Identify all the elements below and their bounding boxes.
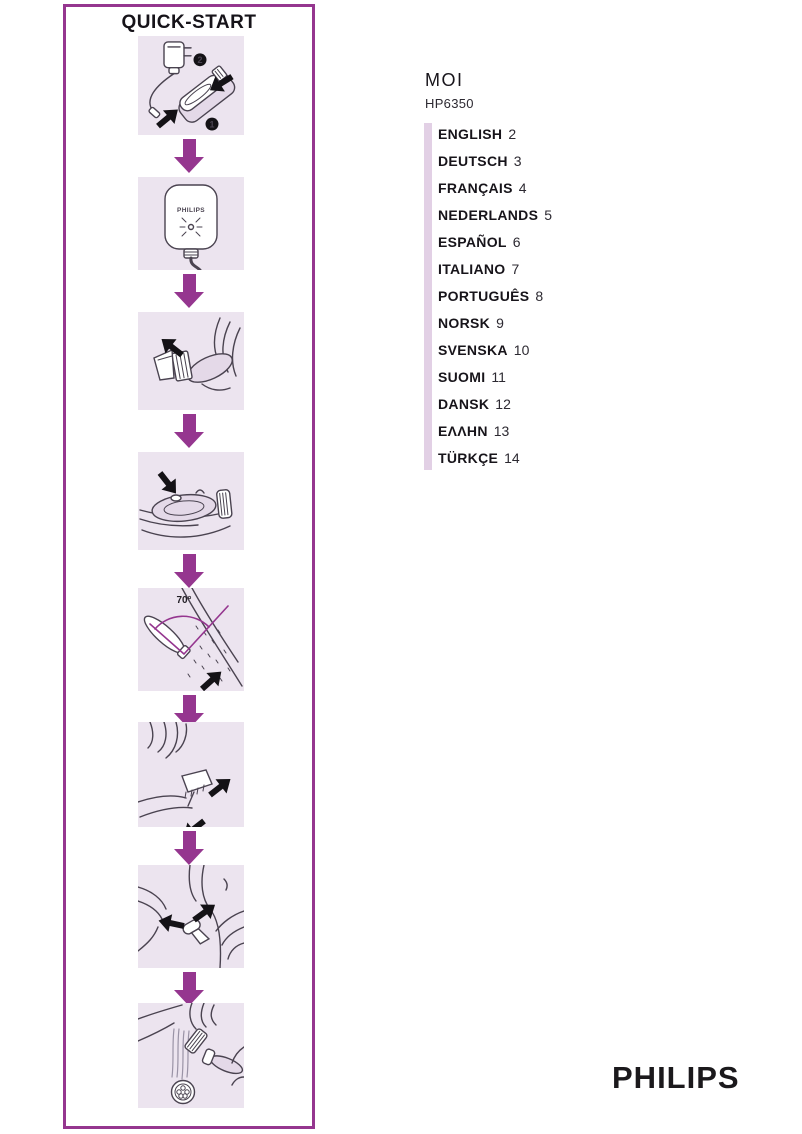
step-panel-1: 2 1 <box>138 36 244 135</box>
language-label: ITALIANO <box>438 260 506 277</box>
language-item-espanol: ESPAÑOL 6 <box>424 228 552 255</box>
language-page-number: 4 <box>518 179 527 196</box>
charger-unit-illustration: PHILIPS <box>164 184 218 270</box>
language-item-francais: FRANÇAIS 4 <box>424 174 552 201</box>
quick-start-box: QUICK-START 2 <box>63 4 315 1129</box>
badge-2: 2 <box>197 55 202 65</box>
comb-attachment-illustration <box>138 722 231 827</box>
angle-label: 70° <box>176 595 191 606</box>
language-label: FRANÇAIS <box>438 179 513 196</box>
language-page-number: 5 <box>544 206 553 223</box>
language-item-deutsch: DEUTSCH 3 <box>424 147 552 174</box>
language-label: SUOMI <box>438 368 486 385</box>
language-item-suomi: SUOMI 11 <box>424 363 552 390</box>
language-item-turkce: TÜRKÇE 14 <box>424 444 552 471</box>
badge-1: 1 <box>209 120 214 130</box>
language-page-number: 7 <box>511 260 520 277</box>
step-panel-6 <box>138 722 244 827</box>
flow-arrow-down-icon <box>174 972 204 1006</box>
language-item-dansk: DANSK 12 <box>424 390 552 417</box>
language-page-number: 8 <box>535 287 544 304</box>
flow-arrow-down-icon <box>174 554 204 588</box>
quick-start-title: QUICK-START <box>121 12 257 33</box>
flow-arrow-down-icon <box>174 274 204 308</box>
language-page-number: 14 <box>504 449 520 466</box>
language-page-number: 10 <box>513 341 530 358</box>
philips-logo: PHILIPS <box>612 1060 740 1095</box>
language-page-number: 12 <box>495 395 511 412</box>
language-item-svenska: SVENSKA 10 <box>424 336 552 363</box>
language-item-ellin: ΕΛΛΗΝ 13 <box>424 417 552 444</box>
language-page-number: 2 <box>508 125 517 142</box>
language-label: ESPAÑOL <box>438 233 507 250</box>
language-item-english: ENGLISH 2 <box>424 120 552 147</box>
shaving-angle-illustration: 70° <box>143 588 243 691</box>
step-panel-4 <box>138 452 244 550</box>
language-item-portugues: PORTUGUÊS 8 <box>424 282 552 309</box>
rinse-illustration <box>138 1003 244 1105</box>
step-panel-3 <box>138 312 244 410</box>
step-panel-7 <box>138 865 244 968</box>
product-name: MOI <box>425 70 464 90</box>
flow-arrow-down-icon <box>174 414 204 448</box>
flow-arrow-down-icon <box>174 139 204 173</box>
language-label: NEDERLANDS <box>438 206 539 223</box>
product-block: MOI HP6350 <box>425 70 474 111</box>
step-panel-2: PHILIPS <box>138 177 244 270</box>
plug-and-dock-illustration: 2 1 <box>148 41 236 131</box>
step-panel-8 <box>138 1003 244 1108</box>
language-page-number: 3 <box>513 152 522 169</box>
detach-head-illustration <box>153 317 241 391</box>
language-label: DANSK <box>438 395 490 412</box>
language-item-norsk: NORSK 9 <box>424 309 552 336</box>
language-accent-bar <box>424 123 432 470</box>
charger-brand-label: PHILIPS <box>177 207 205 214</box>
bikini-trim-illustration <box>138 865 244 968</box>
switch-on-illustration <box>139 471 233 538</box>
language-item-italiano: ITALIANO 7 <box>424 255 552 282</box>
language-page-number: 11 <box>491 368 506 385</box>
language-label: ΕΛΛΗΝ <box>438 422 488 439</box>
step-panel-5: 70° <box>138 588 244 691</box>
flow-arrow-down-icon <box>174 831 204 865</box>
language-page-number: 9 <box>496 314 504 331</box>
language-label: NORSK <box>438 314 491 331</box>
product-model: HP6350 <box>425 96 474 111</box>
language-label: ENGLISH <box>438 125 503 142</box>
language-label: TÜRKÇE <box>438 449 499 466</box>
language-page-number: 13 <box>493 422 510 439</box>
language-page-number: 6 <box>512 233 521 250</box>
language-label: SVENSKA <box>438 341 508 358</box>
language-label: PORTUGUÊS <box>438 287 530 304</box>
language-label: DEUTSCH <box>438 152 508 169</box>
language-item-nederlands: NEDERLANDS 5 <box>424 201 552 228</box>
